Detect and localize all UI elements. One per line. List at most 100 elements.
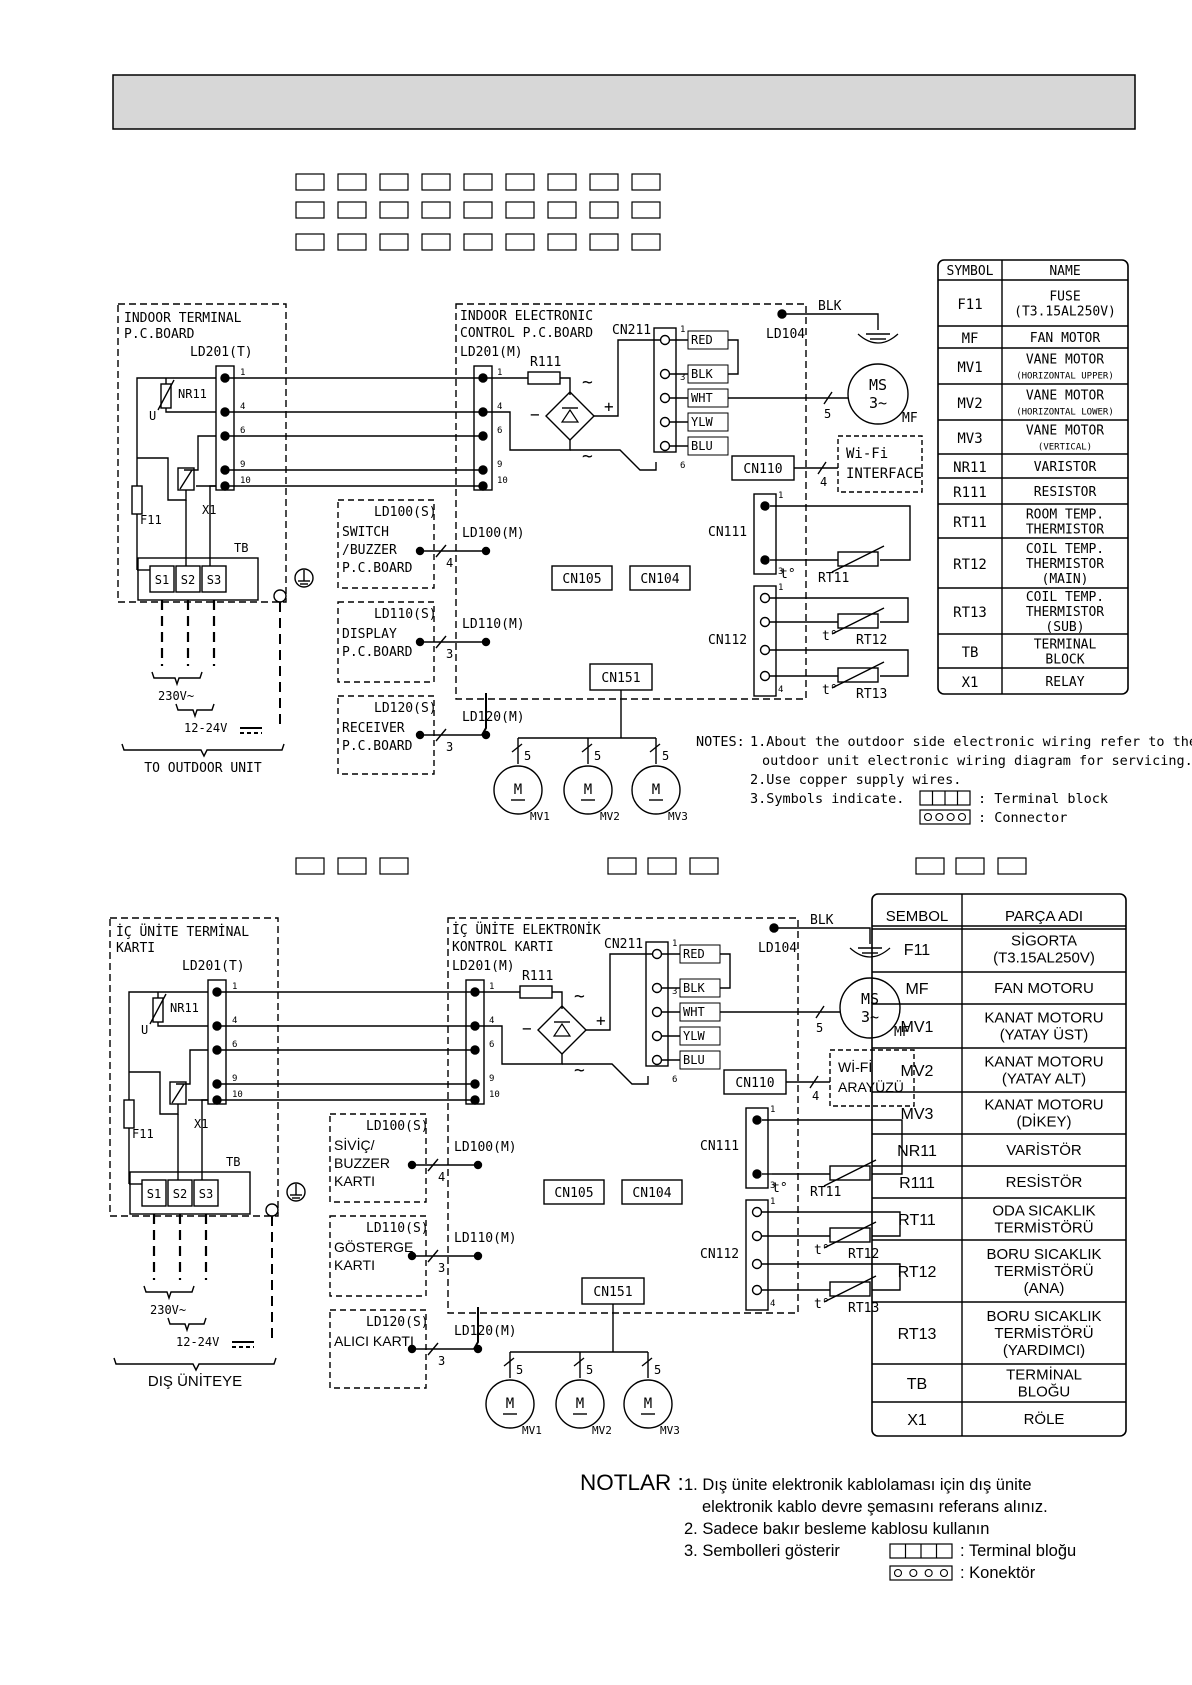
table-symbol: RT12 bbox=[953, 557, 987, 573]
blank-box bbox=[337, 201, 367, 219]
blank-box bbox=[997, 857, 1027, 875]
brace-230v bbox=[143, 1285, 195, 1301]
wire-rectifier-in bbox=[487, 411, 571, 451]
symbol-table bbox=[937, 259, 1129, 695]
wire-count-slash bbox=[435, 728, 447, 742]
rectifier-bridge bbox=[545, 391, 595, 441]
cn104-connector bbox=[621, 1179, 683, 1205]
thermistor-t: t° bbox=[822, 683, 838, 698]
ac-symbol: ~ bbox=[582, 446, 593, 467]
table-name-line: (MAIN) bbox=[1042, 572, 1089, 587]
table-name-line: VANE MOTOR bbox=[1026, 424, 1104, 439]
table-symbol: NR11 bbox=[953, 460, 987, 476]
cn211-pin bbox=[651, 1030, 663, 1042]
thermistor-arrow bbox=[823, 1159, 877, 1187]
pin-number: 10 bbox=[489, 1090, 500, 1100]
cn211-label: CN211 bbox=[604, 937, 643, 952]
legend-terminal-text: : Terminal bloğu bbox=[960, 1542, 1076, 1560]
table-name-line: (SUB) bbox=[1045, 620, 1084, 635]
wire-count-slash bbox=[435, 544, 447, 558]
wire-count-slash bbox=[649, 743, 661, 753]
pin-number: 10 bbox=[232, 1090, 243, 1100]
wifi-line: INTERFACE bbox=[846, 466, 922, 482]
table-name-line: BLOĞU bbox=[1018, 1384, 1071, 1401]
ld201t-pin bbox=[212, 1079, 222, 1089]
blank-box bbox=[337, 233, 367, 251]
wire-count-slash bbox=[823, 391, 833, 405]
board-pin bbox=[473, 1160, 483, 1170]
ld201t-pin bbox=[220, 465, 230, 475]
v230-label: 230V~ bbox=[150, 1303, 186, 1317]
board-pin bbox=[473, 1251, 483, 1261]
ld201t-label: LD201(T) bbox=[190, 345, 253, 360]
wire-count: 5 bbox=[516, 1363, 523, 1377]
table-name-line: (HORIZONTAL UPPER) bbox=[1016, 372, 1114, 382]
terminal-label: S3 bbox=[199, 1187, 213, 1201]
cn105-label: CN105 bbox=[554, 1186, 593, 1201]
terminal-label: S3 bbox=[207, 573, 221, 587]
blank-box bbox=[379, 173, 409, 191]
terminal-cell bbox=[201, 565, 227, 593]
ld201t-pin bbox=[212, 987, 222, 997]
rt11-label: RT11 bbox=[818, 571, 849, 586]
blank-box bbox=[421, 201, 451, 219]
ground-arc bbox=[849, 947, 891, 958]
pin-number: 9 bbox=[240, 460, 245, 470]
wire-count-slash bbox=[511, 743, 523, 753]
receiver_board-line: ALICI KARTI bbox=[334, 1333, 414, 1349]
pin-number: 1 bbox=[778, 583, 783, 593]
note-line: 1. Dış ünite elektronik kablolaması için… bbox=[684, 1476, 1032, 1494]
wire-count-slash bbox=[503, 1357, 515, 1367]
table-name-line: VANE MOTOR bbox=[1026, 353, 1104, 368]
cn111-pin bbox=[752, 1115, 762, 1125]
terminal-cell bbox=[175, 565, 201, 593]
table-head-symbol: SYMBOL bbox=[947, 264, 994, 279]
table-symbol: NR11 bbox=[897, 1143, 937, 1160]
table-name-line: FAN MOTORU bbox=[994, 980, 1094, 997]
table-name-line: BLOCK bbox=[1045, 653, 1084, 668]
indoor-terminal-subtitle: KARTI bbox=[116, 941, 155, 956]
thermistor-arrow bbox=[823, 1275, 877, 1303]
pin-number: 4 bbox=[770, 1299, 775, 1309]
table-name-line: FAN MOTOR bbox=[1030, 331, 1101, 346]
notes-heading: NOTES: bbox=[696, 734, 745, 750]
pin-number: 6 bbox=[489, 1040, 494, 1050]
display_board-line: GÖSTERGE bbox=[334, 1238, 413, 1255]
wire-color: YLW bbox=[683, 1029, 705, 1043]
receiver_board-line: P.C.BOARD bbox=[342, 739, 413, 754]
table-head-name: PARÇA ADI bbox=[1005, 908, 1083, 925]
cn112-pin bbox=[759, 670, 771, 682]
wire-count-slash bbox=[427, 1342, 439, 1356]
wire-dc-plus bbox=[594, 339, 660, 417]
pin-number: 6 bbox=[232, 1040, 237, 1050]
fan-motor-ms bbox=[839, 977, 901, 1039]
table-name-line: THERMISTOR bbox=[1026, 557, 1104, 572]
pin-number: 6 bbox=[680, 461, 685, 471]
cn105-connector bbox=[543, 1179, 605, 1205]
terminal-cell bbox=[141, 1179, 167, 1207]
table-symbol: X1 bbox=[907, 1412, 927, 1429]
wire-count: 4 bbox=[820, 475, 827, 489]
r111-label: R111 bbox=[530, 355, 561, 370]
cn211-pin bbox=[651, 1006, 663, 1018]
indoor-terminal-board bbox=[117, 303, 287, 603]
table-name-line: FUSE bbox=[1049, 290, 1080, 305]
table-name-line: (T3.15AL250V) bbox=[993, 950, 1095, 967]
blank-box bbox=[631, 233, 661, 251]
table-symbol: RT13 bbox=[898, 1326, 937, 1343]
pin-number: 6 bbox=[497, 426, 502, 436]
ld100m-label: LD100(M) bbox=[462, 526, 525, 541]
table-name-line: TERMİSTÖRÜ bbox=[994, 1219, 1093, 1237]
table-symbol: TB bbox=[962, 645, 979, 661]
cn111-connector bbox=[745, 1107, 769, 1189]
wire-count-slash bbox=[573, 1357, 585, 1367]
pin-number: 10 bbox=[240, 476, 251, 486]
pin-number: 1 bbox=[672, 939, 677, 949]
ld120s-label: LD120(S) bbox=[366, 1315, 429, 1330]
wire-count: 5 bbox=[824, 407, 831, 421]
cn105-label: CN105 bbox=[562, 572, 601, 587]
rt13-label: RT13 bbox=[856, 687, 887, 702]
cn211-pin bbox=[651, 982, 663, 994]
legend-connector-pin bbox=[923, 812, 933, 822]
table-symbol: MV1 bbox=[957, 360, 982, 376]
